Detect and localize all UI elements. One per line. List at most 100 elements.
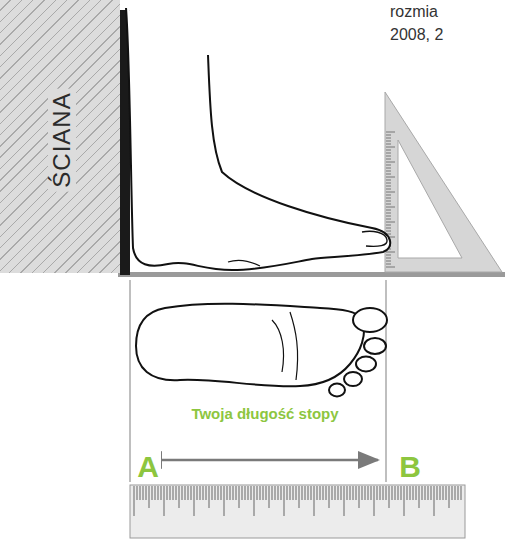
- tick: [158, 486, 159, 500]
- tick: [356, 486, 357, 500]
- tick: [386, 144, 391, 145]
- guide-line: [129, 280, 131, 482]
- tick: [386, 258, 391, 259]
- tick: [290, 486, 291, 500]
- tick: [209, 486, 210, 508]
- tick: [386, 201, 391, 202]
- tick: [458, 486, 459, 500]
- tick: [386, 216, 391, 217]
- tick: [386, 486, 387, 500]
- tick: [386, 195, 391, 196]
- tick: [263, 486, 264, 500]
- tick: [284, 486, 285, 516]
- tick: [419, 486, 420, 508]
- point-label: A: [135, 450, 161, 483]
- tick: [293, 486, 294, 500]
- tick: [386, 222, 395, 223]
- tick: [413, 486, 414, 500]
- length-caption: Twoja długość stopy: [189, 406, 340, 423]
- tick: [386, 210, 391, 211]
- tick: [386, 159, 391, 160]
- tick: [386, 261, 391, 262]
- tick: [347, 486, 348, 500]
- tick: [386, 186, 391, 187]
- cropped-text: rozmia: [388, 3, 440, 21]
- tick: [437, 486, 438, 500]
- tick: [134, 486, 135, 516]
- tick: [422, 486, 423, 500]
- length-arrow: [142, 459, 378, 462]
- tick: [185, 486, 186, 500]
- tick: [338, 486, 339, 500]
- tick: [251, 486, 252, 500]
- tick: [368, 486, 369, 500]
- tick: [272, 486, 273, 500]
- tick: [395, 486, 396, 500]
- tick: [200, 486, 201, 500]
- tick: [197, 486, 198, 500]
- tick: [440, 486, 441, 500]
- cropped-text: 2008, 2: [388, 26, 445, 44]
- tick: [245, 486, 246, 500]
- tick: [146, 486, 147, 500]
- tick: [269, 486, 270, 508]
- tick: [386, 207, 395, 208]
- tick: [443, 486, 444, 500]
- set-square: [385, 92, 502, 272]
- tick: [332, 486, 333, 500]
- tick: [233, 486, 234, 500]
- tick: [386, 219, 391, 220]
- tick: [152, 486, 153, 500]
- tick: [386, 231, 391, 232]
- tick: [386, 138, 391, 139]
- tick: [212, 486, 213, 500]
- tick: [203, 486, 204, 500]
- tick: [392, 486, 393, 500]
- tick: [404, 486, 405, 516]
- tick: [434, 486, 435, 516]
- tick: [380, 486, 381, 500]
- tick: [386, 189, 391, 190]
- tick: [341, 486, 342, 500]
- tick: [188, 486, 189, 500]
- tick: [248, 486, 249, 500]
- tick: [260, 486, 261, 500]
- tick: [386, 174, 391, 175]
- tick: [335, 486, 336, 500]
- tick: [353, 486, 354, 500]
- tick: [401, 486, 402, 500]
- tick: [302, 486, 303, 500]
- tick: [386, 264, 391, 265]
- tick: [389, 486, 390, 508]
- tick: [149, 486, 150, 508]
- wall-region: ŚCIANA: [0, 0, 120, 273]
- tick: [386, 252, 395, 253]
- tick: [428, 486, 429, 500]
- tick: [407, 486, 408, 500]
- tick: [386, 255, 391, 256]
- tick: [449, 486, 450, 508]
- tick: [371, 486, 372, 500]
- tick: [155, 486, 156, 500]
- tick: [362, 486, 363, 500]
- tick: [386, 177, 395, 178]
- tick: [386, 198, 391, 199]
- tick: [317, 486, 318, 500]
- tick: [386, 150, 391, 151]
- tick: [305, 486, 306, 500]
- ruler: [130, 485, 465, 538]
- tick: [386, 156, 391, 157]
- tick: [236, 486, 237, 500]
- tick: [386, 204, 391, 205]
- tick: [221, 486, 222, 500]
- tick: [386, 147, 395, 148]
- tick: [239, 486, 240, 508]
- tick: [410, 486, 411, 500]
- tick: [176, 486, 177, 500]
- tick: [461, 486, 462, 500]
- foot-side-view: [126, 8, 390, 270]
- tick: [326, 486, 327, 500]
- floor-line: [118, 272, 505, 277]
- tick: [164, 486, 165, 516]
- tick: [455, 486, 456, 500]
